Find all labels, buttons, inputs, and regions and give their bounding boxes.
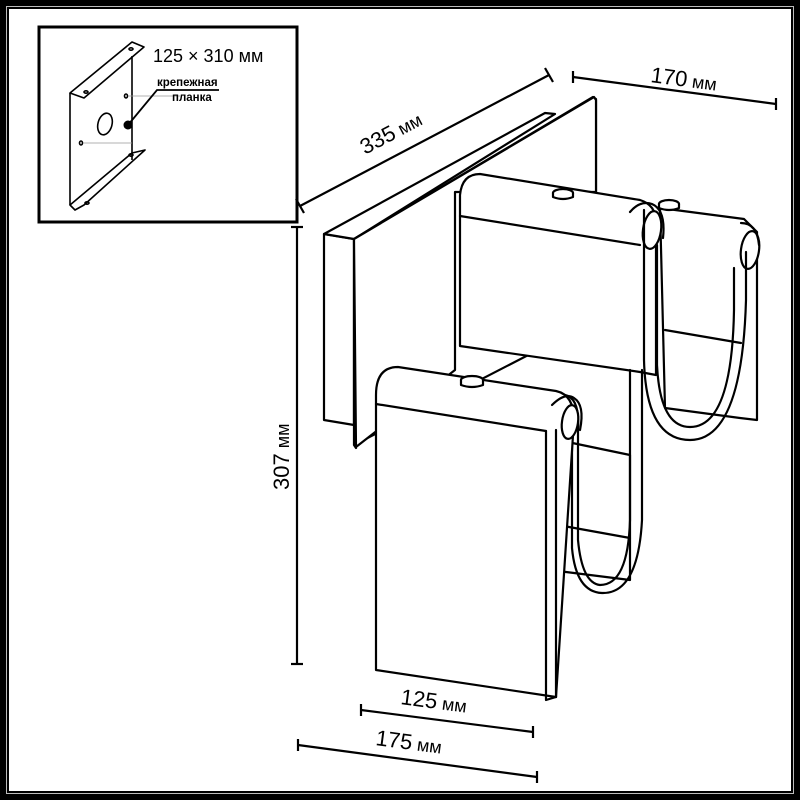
- rear-shade: [458, 172, 761, 442]
- inset-size-label: 125 × 310 мм: [153, 46, 263, 66]
- part-label-line1: крепежная: [157, 77, 218, 89]
- wall-lamp-drawing: [322, 95, 761, 702]
- frame-gap: [6, 6, 794, 794]
- front-shade: [374, 365, 644, 702]
- inner-frame: [7, 7, 793, 793]
- height-dimension-label: 307мм: [269, 424, 294, 490]
- depth-dimension-label: 335мм: [356, 106, 426, 159]
- dimension-lines: [291, 67, 778, 783]
- bracket-icon: [69, 41, 146, 211]
- inset-box: [37, 25, 299, 224]
- inset-mounting-plate: 125 × 310 мм крепежная планка: [37, 25, 299, 224]
- part-label-line2: планка: [172, 92, 212, 104]
